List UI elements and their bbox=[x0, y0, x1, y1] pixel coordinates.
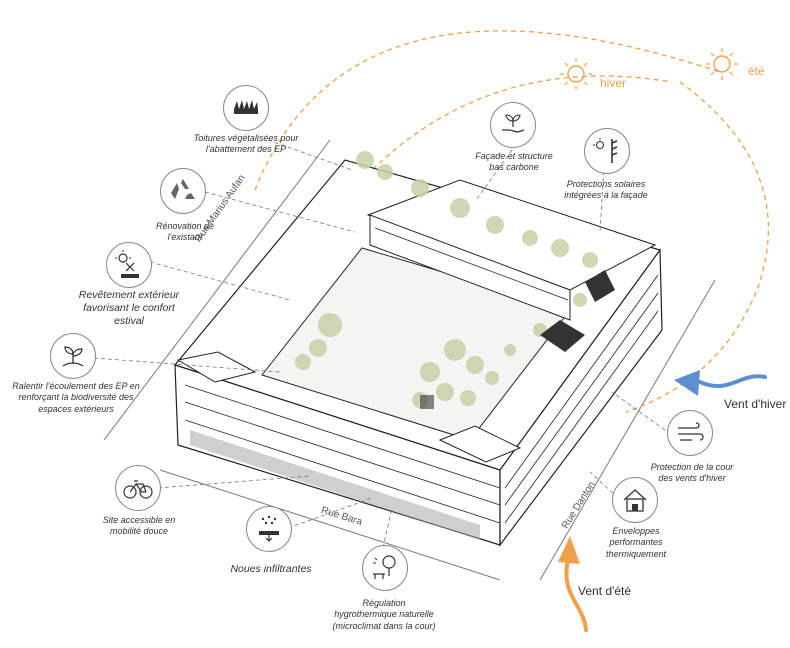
label-protections: Protections solaires intégrées à la faça… bbox=[564, 179, 648, 201]
label-facade: Façade et structure bas carbone bbox=[475, 151, 553, 173]
green-roof-icon bbox=[223, 85, 269, 131]
label-regulation: Régulation hygrothermique naturelle (mic… bbox=[332, 598, 436, 631]
bicycle-icon bbox=[115, 465, 161, 511]
sun-icon-ete bbox=[706, 48, 738, 80]
house-icon bbox=[612, 477, 658, 523]
label-toitures: Toitures végétalisées pour l'abattement … bbox=[193, 133, 299, 155]
vegetation bbox=[295, 151, 598, 408]
microclimate-icon bbox=[362, 545, 408, 591]
sun-surface-icon bbox=[106, 242, 152, 288]
street-line-danton bbox=[539, 279, 716, 581]
season-hiver: hiver bbox=[600, 76, 627, 90]
season-ete: été bbox=[748, 64, 765, 78]
summer-wind-arrow bbox=[558, 536, 588, 632]
label-renovation: Rénovation de l'existant bbox=[155, 221, 215, 243]
sun-icon-hiver bbox=[560, 58, 592, 90]
leader-lines bbox=[93, 139, 666, 549]
label-mobilite: Site accessible en mobilité douce bbox=[102, 515, 176, 537]
winter-sun-path bbox=[254, 30, 721, 191]
label-ecoulement: Ralentir l'écoulement des EP en renforça… bbox=[12, 381, 140, 414]
recycle-icon bbox=[160, 168, 206, 214]
winter-wind-arrow bbox=[674, 370, 767, 396]
wind-hiver-label: Vent d'hiver bbox=[724, 397, 787, 411]
wind-ete-label: Vent d'été bbox=[578, 584, 632, 598]
plant-hand-icon bbox=[50, 333, 96, 379]
shade-structures bbox=[420, 270, 615, 409]
label-enveloppes: Enveloppes performantes thermiquement bbox=[605, 526, 667, 559]
wind-icon bbox=[667, 410, 713, 456]
label-protection-vents: Protection de la cour des vents d'hiver bbox=[650, 462, 734, 484]
street-line-marius bbox=[103, 139, 331, 441]
rain-infiltration-icon bbox=[246, 506, 292, 552]
sun-shade-icon bbox=[584, 128, 630, 174]
label-noues: Noues infiltrantes bbox=[230, 563, 312, 575]
hand-plant-icon bbox=[490, 102, 536, 148]
label-revetement: Revêtement extérieur favorisant le confo… bbox=[78, 289, 180, 328]
street-line-bara bbox=[159, 469, 501, 581]
